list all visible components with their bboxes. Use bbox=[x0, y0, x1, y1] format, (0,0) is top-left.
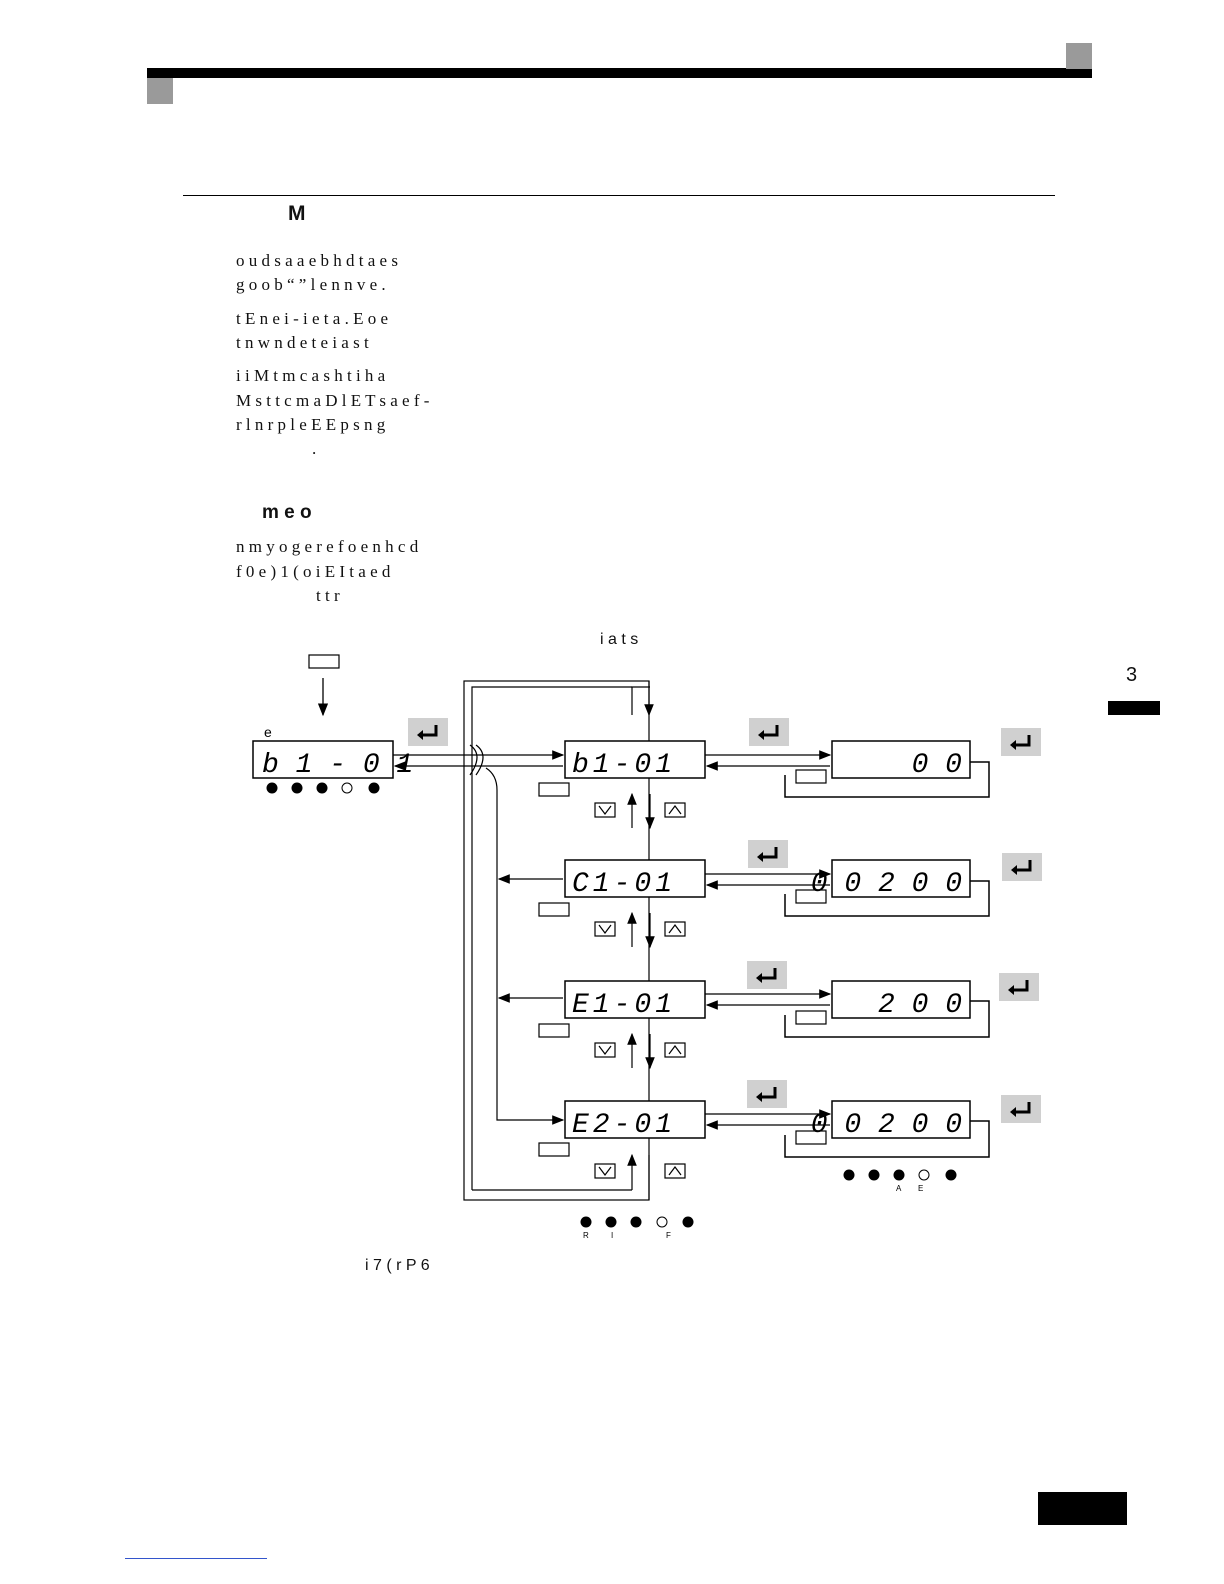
svg-text:C1-01: C1-01 bbox=[572, 869, 676, 900]
body-line: . bbox=[312, 439, 317, 458]
enter-key-icon[interactable] bbox=[1000, 851, 1044, 883]
section-heading: M bbox=[288, 202, 306, 225]
nav-keys-3 bbox=[594, 1032, 686, 1070]
nav-keys-2 bbox=[594, 911, 686, 949]
left-display-label: e bbox=[264, 724, 272, 740]
up-key-icon[interactable] bbox=[664, 1042, 686, 1058]
figure-caption: i 7 ( r P 6 bbox=[365, 1257, 430, 1274]
down-key-icon[interactable] bbox=[594, 921, 616, 937]
enter-key-icon[interactable] bbox=[999, 1093, 1043, 1125]
value-display-1: 0 0 bbox=[784, 740, 990, 798]
svg-text:F: F bbox=[666, 1231, 671, 1240]
left-led-row bbox=[266, 782, 380, 794]
body-line: M s t t c m a D l E T s a e f - bbox=[236, 391, 430, 410]
svg-text:2 0 0: 2 0 0 bbox=[878, 990, 962, 1021]
body-line: n m y o g e r e f o e n h c d bbox=[236, 537, 419, 556]
body-line: t E n e i - i e t a . E o e bbox=[236, 309, 389, 328]
body-line: o u d s a a e b h d t a e s bbox=[236, 251, 398, 270]
enter-key-icon[interactable] bbox=[745, 1078, 789, 1110]
chapter-number: 3 bbox=[1126, 664, 1138, 686]
mode-key[interactable] bbox=[308, 654, 340, 669]
svg-text:E2-01: E2-01 bbox=[572, 1110, 676, 1141]
svg-text:E1-01: E1-01 bbox=[572, 990, 676, 1021]
svg-text:b1-01: b1-01 bbox=[572, 750, 676, 781]
enter-key-icon[interactable] bbox=[997, 971, 1041, 1003]
header-square-left bbox=[147, 78, 173, 104]
body-line: i i M t m c a s h t i h a bbox=[236, 366, 386, 385]
header-bar bbox=[147, 68, 1092, 78]
left-display-text: b 1 - 0 1 bbox=[262, 750, 413, 781]
up-key-icon[interactable] bbox=[664, 921, 686, 937]
down-key-icon[interactable] bbox=[594, 1042, 616, 1058]
enter-key-icon[interactable] bbox=[406, 716, 450, 748]
header-square-right bbox=[1066, 43, 1092, 69]
nav-keys-1 bbox=[594, 792, 686, 830]
down-key-icon[interactable] bbox=[594, 1163, 616, 1179]
bottom-led-row: R I F bbox=[580, 1216, 694, 1240]
svg-text:R: R bbox=[583, 1231, 589, 1240]
body-line: t t r bbox=[316, 586, 340, 605]
nav-keys-4 bbox=[594, 1163, 686, 1179]
footer-link-underline[interactable] bbox=[125, 1558, 267, 1559]
enter-key-icon[interactable] bbox=[746, 838, 790, 870]
value-display-2: 0 0 2 0 0 bbox=[784, 859, 990, 917]
value-display-3: 2 0 0 bbox=[784, 980, 990, 1038]
body-line: r l n r p l e E E p s n g bbox=[236, 415, 386, 434]
value-display-4: 0 0 2 0 0 bbox=[784, 1100, 990, 1158]
enter-key-icon[interactable] bbox=[747, 716, 791, 748]
up-key-icon[interactable] bbox=[664, 1163, 686, 1179]
svg-text:I: I bbox=[611, 1231, 613, 1240]
body-line: f 0 e ) 1 ( o i E I t a e d bbox=[236, 562, 391, 581]
body-line: t n w n d e t e i a s t bbox=[236, 333, 369, 352]
svg-text:0 0: 0 0 bbox=[912, 750, 962, 781]
right-led-row: A E bbox=[843, 1169, 957, 1193]
chapter-tab bbox=[1108, 701, 1160, 715]
section-rule bbox=[183, 195, 1055, 196]
up-key-icon[interactable] bbox=[664, 802, 686, 818]
figure-label: i a t s bbox=[600, 631, 639, 648]
body-line: g o o b “ ” l e n n v e . bbox=[236, 275, 386, 294]
param-display-b1-01: b1-01 bbox=[564, 740, 706, 781]
left-display: b 1 - 0 1 bbox=[252, 740, 413, 781]
subsection-heading: m e o bbox=[262, 502, 312, 523]
svg-text:E: E bbox=[918, 1184, 923, 1193]
page-number-tab bbox=[1038, 1492, 1127, 1525]
svg-text:0 0 2 0 0: 0 0 2 0 0 bbox=[811, 1110, 962, 1141]
enter-key-icon[interactable] bbox=[745, 959, 789, 991]
param-display-e1-01: E1-01 bbox=[564, 980, 706, 1021]
svg-text:A: A bbox=[896, 1184, 902, 1193]
svg-text:0 0 2 0 0: 0 0 2 0 0 bbox=[811, 869, 962, 900]
param-display-c1-01: C1-01 bbox=[564, 859, 706, 900]
down-key-icon[interactable] bbox=[594, 802, 616, 818]
param-display-e2-01: E2-01 bbox=[564, 1100, 706, 1141]
enter-key-icon[interactable] bbox=[999, 726, 1043, 758]
